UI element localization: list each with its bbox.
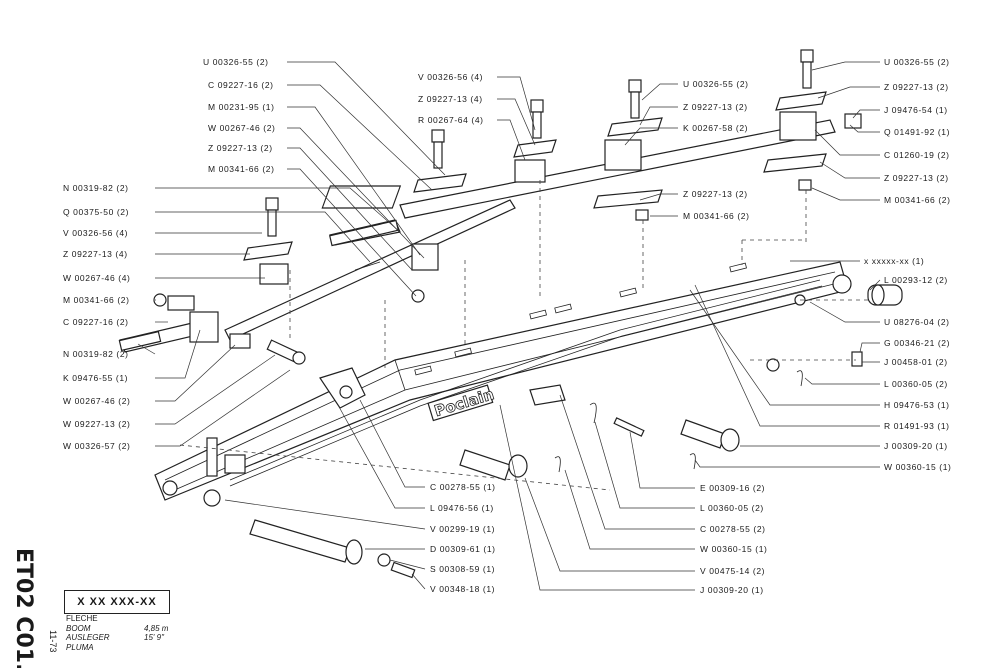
callout-label: Z 09227-13 (2) xyxy=(683,189,748,199)
callout-label: W 00267-46 (4) xyxy=(63,273,130,283)
callout-label: V 00299-19 (1) xyxy=(430,524,495,534)
boom-body: Poclain xyxy=(154,261,852,507)
callout-label: C 09227-16 (2) xyxy=(63,317,129,327)
callout-label: E 00309-16 (2) xyxy=(700,483,765,493)
callout-label: M 00231-95 (1) xyxy=(208,102,275,112)
callouts-right: U 00326-55 (2) Z 09227-13 (2) J 09476-54… xyxy=(864,57,951,472)
callout-label: C 01260-19 (2) xyxy=(884,150,950,160)
callout-label: V 00326-56 (4) xyxy=(63,228,128,238)
callout-label: H 09476-53 (1) xyxy=(884,400,950,410)
desc-es: PLUMA xyxy=(66,642,94,652)
callout-label: M 00341-66 (2) xyxy=(63,295,130,305)
callout-label: C 00278-55 (2) xyxy=(700,524,766,534)
callout-label: Z 09227-13 (4) xyxy=(63,249,128,259)
callout-label: Z 09227-13 (2) xyxy=(208,143,273,153)
callout-label: U 00326-55 (2) xyxy=(884,57,950,67)
callout-label: N 00319-82 (2) xyxy=(63,183,129,193)
callout-label: W 00267-46 (2) xyxy=(63,396,130,406)
callout-label: M 00341-66 (2) xyxy=(208,164,275,174)
callout-label: J 09476-54 (1) xyxy=(884,105,948,115)
callouts-bottom: E 00309-16 (2) L 00360-05 (2) C 00278-55… xyxy=(430,482,767,595)
callout-label: Z 09227-13 (4) xyxy=(418,94,483,104)
sheet-date: 11-73 xyxy=(48,630,58,653)
callout-label: Z 09227-13 (2) xyxy=(884,82,949,92)
callout-label: U 00326-55 (2) xyxy=(683,79,749,89)
callout-label: Q 01491-92 (1) xyxy=(884,127,950,137)
callout-label: R 01491-93 (1) xyxy=(884,421,950,431)
callout-label: S 00308-59 (1) xyxy=(430,564,495,574)
callout-label: Z 09227-13 (2) xyxy=(884,173,949,183)
leader-lines xyxy=(137,61,881,591)
desc-en: BOOM xyxy=(66,623,91,633)
callouts-mid: V 00326-56 (4) Z 09227-13 (4) R 00267-64… xyxy=(418,72,750,221)
callout-label: L 00360-05 (2) xyxy=(884,379,948,389)
callout-label: J 00309-20 (1) xyxy=(700,585,764,595)
callout-label: x xxxxx-xx (1) xyxy=(864,256,924,266)
callout-label: G 00346-21 (2) xyxy=(884,338,950,348)
callout-label: W 00360-15 (1) xyxy=(700,544,767,554)
callout-label: W 00267-46 (2) xyxy=(208,123,275,133)
callout-label: V 00475-14 (2) xyxy=(700,566,765,576)
callout-label: W 00326-57 (2) xyxy=(63,441,130,451)
hoses xyxy=(118,219,399,352)
callout-label: V 00326-56 (4) xyxy=(418,72,483,82)
sheet-code: ET02 C01.1 xyxy=(11,548,36,668)
callout-label: U 00326-55 (2) xyxy=(203,57,269,67)
callouts-left: U 00326-55 (2) C 09227-16 (2) M 00231-95… xyxy=(63,57,275,451)
callout-label: L 00293-12 (2) xyxy=(884,275,948,285)
part-number-box: X XX XXX-XX xyxy=(64,590,170,614)
callout-label: Q 00375-50 (2) xyxy=(63,207,129,217)
callout-label: W 09227-13 (2) xyxy=(63,419,130,429)
callout-label: C 00278-55 (1) xyxy=(430,482,496,492)
callout-label: J 00458-01 (2) xyxy=(884,357,948,367)
callout-label: L 00360-05 (2) xyxy=(700,503,764,513)
desc-de: AUSLEGER xyxy=(66,633,110,642)
pins xyxy=(249,284,903,579)
callout-label: U 08276-04 (2) xyxy=(884,317,950,327)
callout-label: N 00319-82 (2) xyxy=(63,349,129,359)
part-number: X XX XXX-XX xyxy=(77,596,157,608)
description-block: FLECHE BOOM 4,85 m AUSLEGER 15' 9" PLUMA xyxy=(66,614,206,652)
callout-label: M 00341-66 (2) xyxy=(884,195,951,205)
callout-label: K 09476-55 (1) xyxy=(63,373,128,383)
callout-label: M 00341-66 (2) xyxy=(683,211,750,221)
desc-length-m: 4,85 m xyxy=(144,623,169,633)
callout-label: C 09227-16 (2) xyxy=(208,80,274,90)
bolts-and-washers xyxy=(153,49,863,372)
callout-label: Z 09227-13 (2) xyxy=(683,102,748,112)
callout-label: J 00309-20 (1) xyxy=(884,441,948,451)
desc-length-ft: 15' 9" xyxy=(144,633,164,642)
desc-fr: FLECHE xyxy=(66,614,98,623)
callout-label: K 00267-58 (2) xyxy=(683,123,748,133)
callout-label: L 09476-56 (1) xyxy=(430,503,494,513)
callout-label: D 00309-61 (1) xyxy=(430,544,496,554)
callout-label: V 00348-18 (1) xyxy=(430,584,495,594)
callout-label: R 00267-64 (4) xyxy=(418,115,484,125)
callout-label: W 00360-15 (1) xyxy=(884,462,951,472)
